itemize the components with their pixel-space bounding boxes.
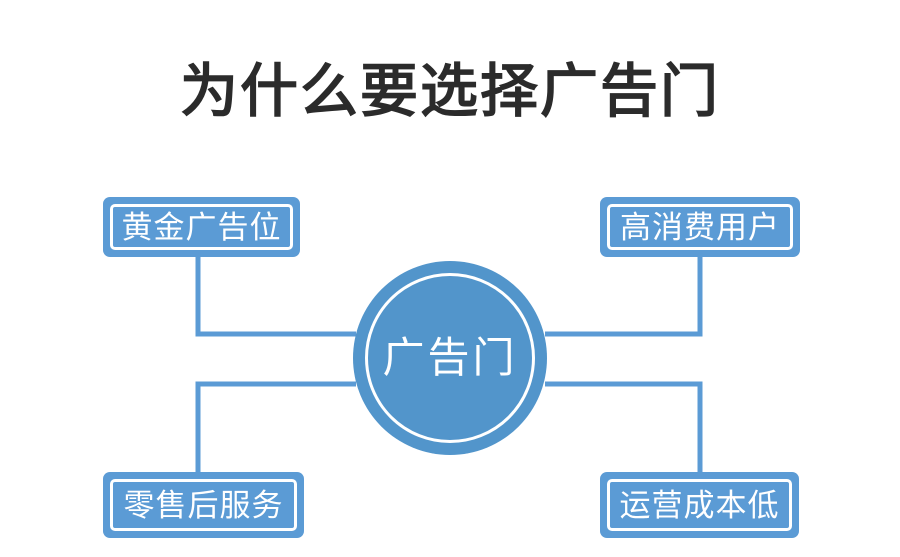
node-top-right[interactable]: 高消费用户	[600, 197, 800, 257]
node-bottom-right[interactable]: 运营成本低	[600, 472, 799, 538]
connector-bottom-right	[545, 381, 703, 472]
node-bottom-right-label: 运营成本低	[619, 487, 780, 523]
node-bottom-left-label: 零售后服务	[123, 487, 284, 523]
node-top-right-label: 高消费用户	[620, 209, 780, 245]
node-top-left-label: 黄金广告位	[121, 209, 282, 245]
hub-label: 广告门	[382, 334, 518, 381]
connector-top-left	[195, 257, 356, 337]
connector-top-right	[545, 257, 703, 337]
connector-bottom-left	[195, 381, 356, 472]
node-top-left[interactable]: 黄金广告位	[103, 197, 300, 257]
page-title: 为什么要选择广告门	[179, 57, 720, 125]
hub-node[interactable]: 广告门	[353, 261, 547, 455]
node-bottom-left[interactable]: 零售后服务	[103, 472, 304, 538]
